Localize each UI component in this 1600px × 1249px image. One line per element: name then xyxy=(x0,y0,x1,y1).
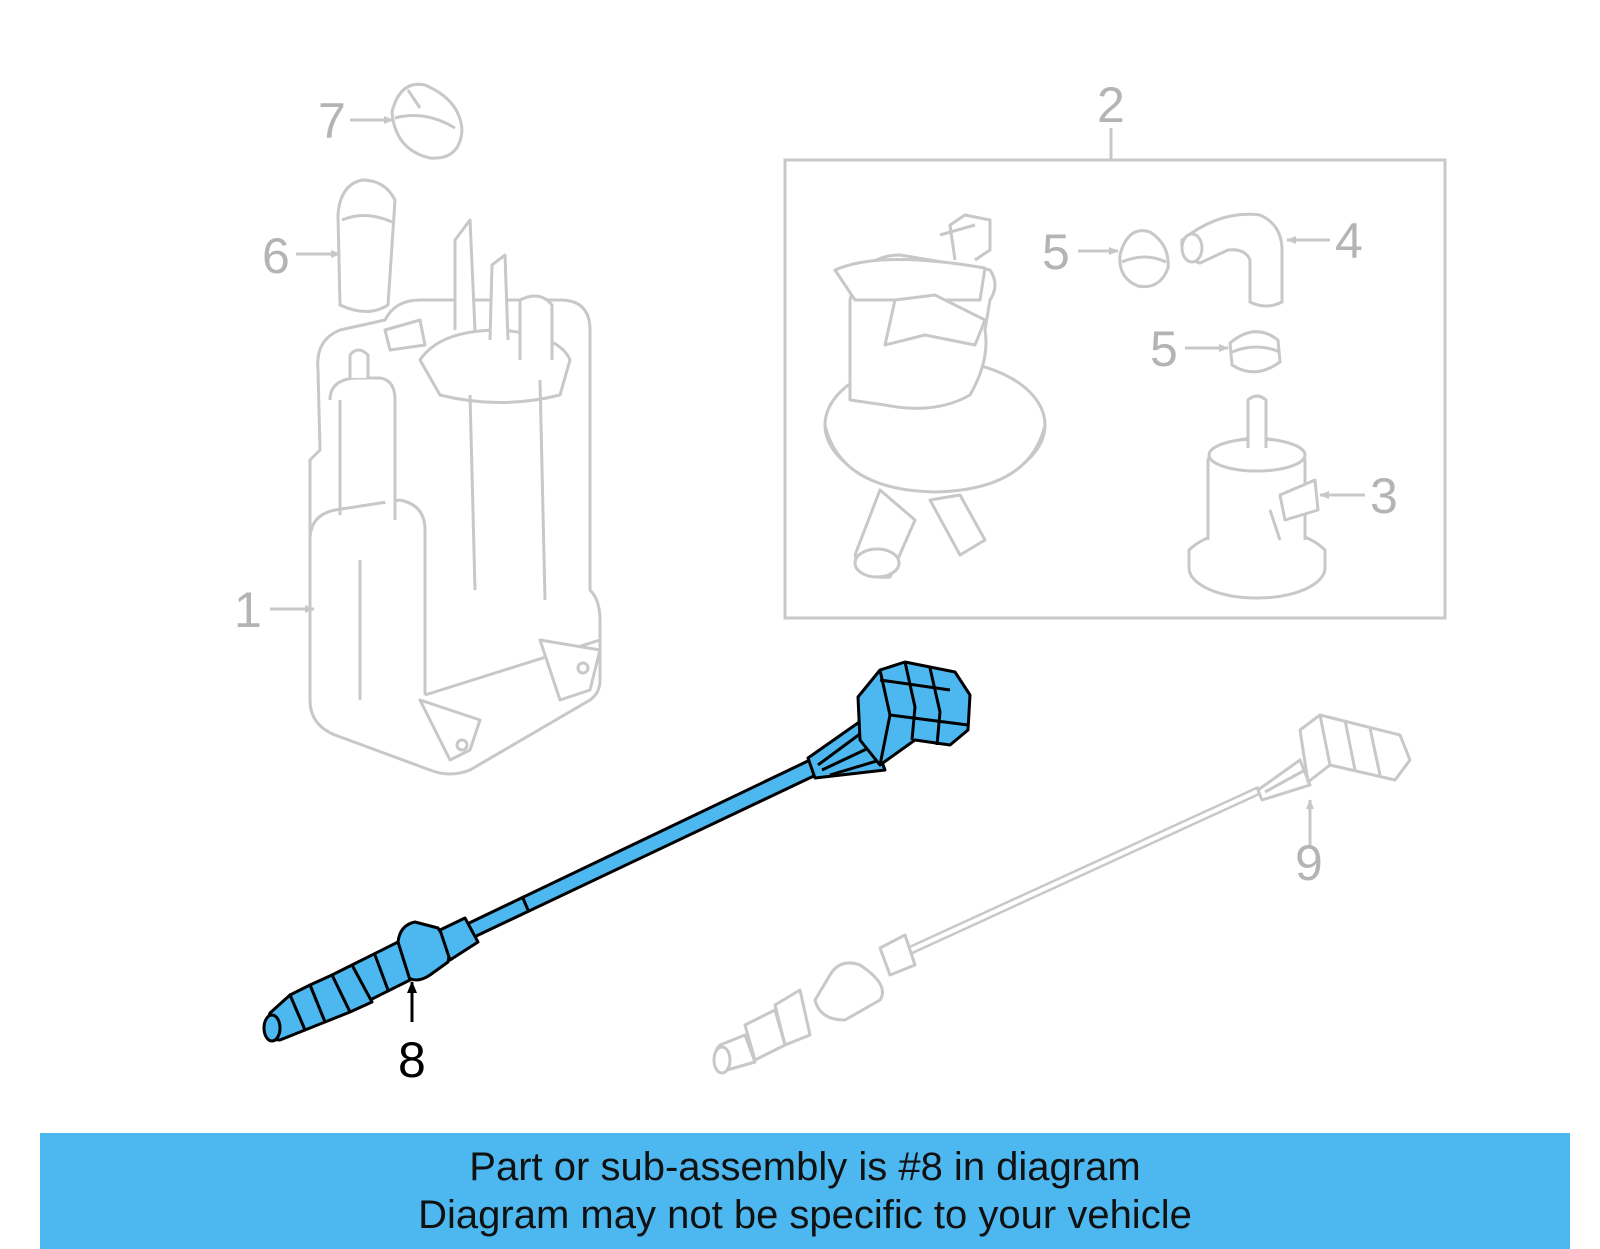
callout-8: 8 xyxy=(398,1032,426,1088)
leader-lines xyxy=(270,116,1365,1022)
part-8-oxygen-sensor[interactable] xyxy=(262,660,972,1043)
part-5-clamp-upper[interactable] xyxy=(1118,229,1170,289)
callout-2: 2 xyxy=(1097,77,1125,133)
part-6-hose[interactable] xyxy=(336,178,397,313)
callout-5-upper: 5 xyxy=(1042,224,1070,280)
part-9-oxygen-sensor[interactable] xyxy=(712,713,1412,1075)
callout-9: 9 xyxy=(1295,835,1323,891)
purge-valve[interactable] xyxy=(823,213,1047,579)
callout-7: 7 xyxy=(318,93,346,149)
callout-1: 1 xyxy=(234,582,262,638)
part-7-clamp[interactable] xyxy=(390,82,464,160)
banner-line-2: Diagram may not be specific to your vehi… xyxy=(418,1193,1192,1237)
callout-3: 3 xyxy=(1370,468,1398,524)
part-2-kit-box xyxy=(783,158,1447,620)
part-4-elbow-hose[interactable] xyxy=(1180,212,1284,308)
callout-4: 4 xyxy=(1335,213,1363,269)
part-5-clamp-lower[interactable] xyxy=(1228,330,1282,374)
part-8-cable xyxy=(463,758,820,940)
callout-labels: 1 2 3 4 5 5 6 7 8 9 xyxy=(234,77,1398,1088)
callout-6: 6 xyxy=(262,228,290,284)
callout-5-lower: 5 xyxy=(1150,321,1178,377)
banner-line-1: Part or sub-assembly is #8 in diagram xyxy=(469,1145,1141,1189)
part-3-solenoid[interactable] xyxy=(1187,394,1327,600)
info-banner: Part or sub-assembly is #8 in diagram Di… xyxy=(40,1133,1570,1249)
part-1-charcoal-canister[interactable] xyxy=(308,218,602,776)
